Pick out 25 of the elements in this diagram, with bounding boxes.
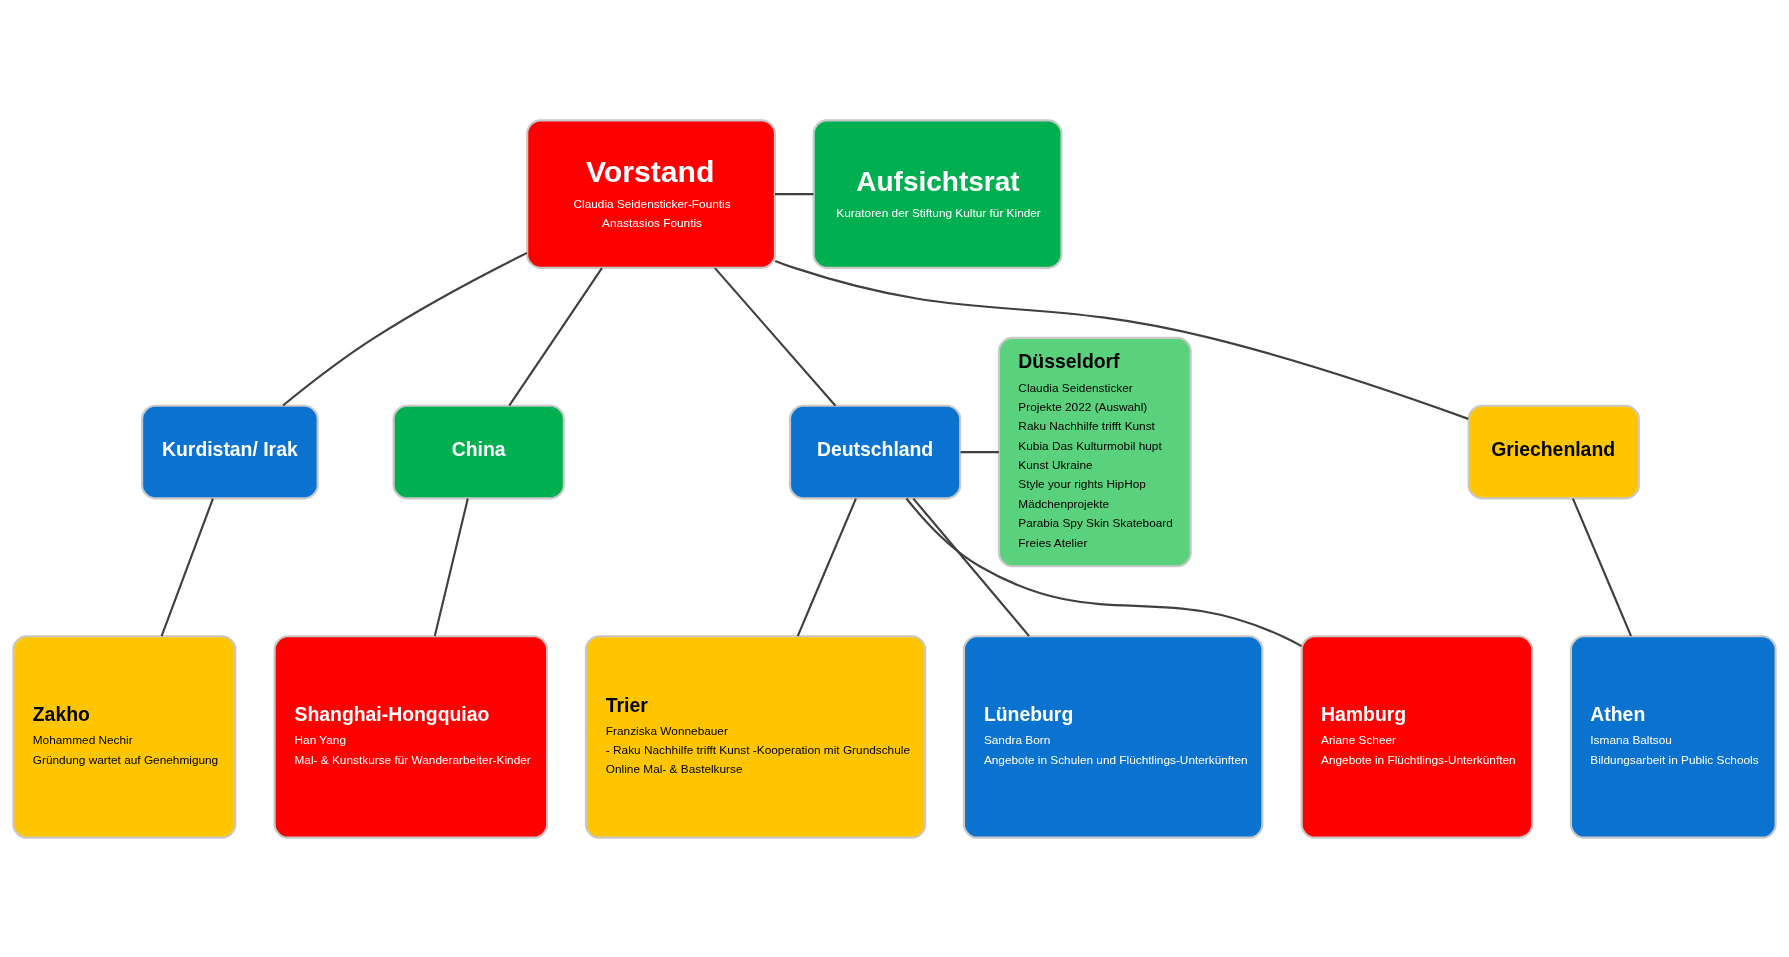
connector: [912, 497, 1030, 637]
node-box: Kurdistan/ Irak: [141, 404, 319, 499]
connector: [774, 259, 1469, 420]
node-box: China: [392, 404, 565, 499]
node-box: Shanghai-Hongquiao Han Yang Mal- & Kunstkurse für Wanderarbeiter-Kinder: [273, 634, 549, 839]
connector: [905, 497, 1303, 647]
node-box: Vorstand Claudia Seidensticker-Fountis Anastasios Fountis: [526, 118, 776, 269]
connector: [282, 251, 528, 406]
connector: [508, 267, 603, 406]
node-box: Athen Ismana Baltsou Bildungsarbeit in Public Schools: [1569, 634, 1777, 839]
node-box: Zakho Mohammed Nechir Gründung wartet auf Genehmigung: [12, 634, 237, 839]
connector: [775, 192, 814, 195]
connector: [160, 497, 214, 636]
node-box: Düsseldorf Claudia Seidensticker Projekte 2022 (Auswahl) Raku Nachhilfe trifft Kunst Kubia Das Kulturmobil hupt Kunst Ukraine Style your rights HipHop Mädchenprojekte Parabia Spy Skin Skateboard Freies Atelier: [997, 336, 1192, 567]
node-box: Griechenland: [1467, 404, 1640, 499]
connector: [714, 266, 837, 406]
connector: [433, 497, 469, 636]
connector: [1571, 497, 1633, 636]
node-box: Lüneburg Sandra Born Angebote in Schulen und Flüchtlings-Unterkünften: [962, 634, 1264, 839]
node-box: Hamburg Ariane Scheer Angebote in Flüchtlings-Unterkünften: [1300, 634, 1534, 839]
connector: [796, 497, 857, 636]
node-box: Deutschland: [788, 404, 962, 499]
connector: [960, 450, 999, 453]
node-box: Trier Franziska Wonnebauer - Raku Nachhilfe trifft Kunst -Kooperation mit Grundschule Online Mal- & Bastelkurse: [584, 634, 927, 839]
node-box: Aufsichtsrat Kuratoren der Stiftung Kultur für Kinder: [812, 118, 1063, 269]
